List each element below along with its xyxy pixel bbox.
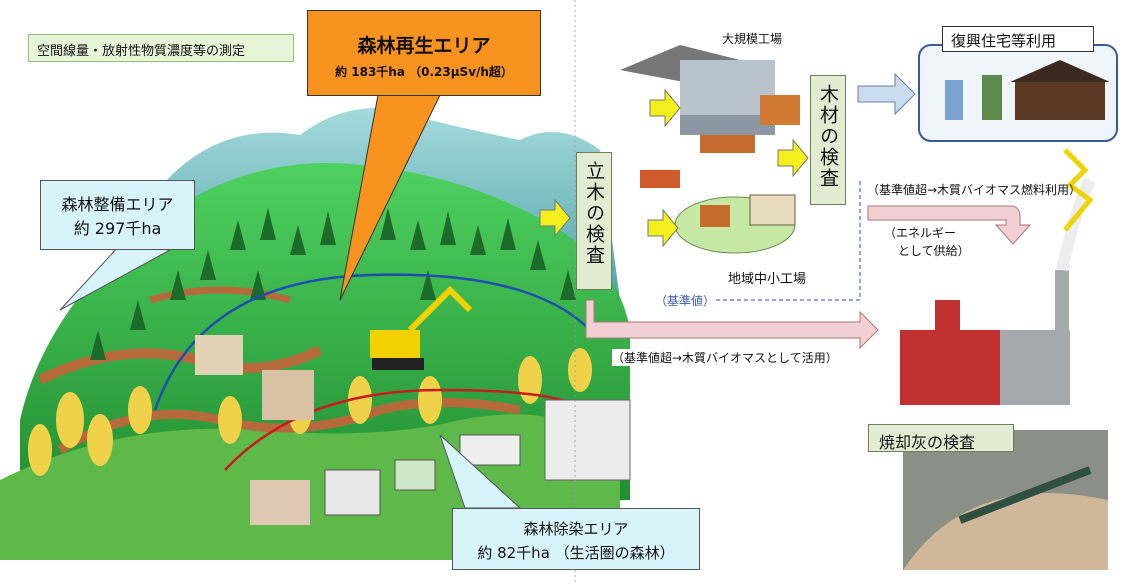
energy-supply-label-line1: （エネルギー [884, 226, 957, 240]
biomass-fuel-label: （基準値超→木質バイオマス燃料利用） [867, 183, 1082, 197]
arrow-to-biomass-plant [585, 299, 879, 350]
regen-area-callout: 森林再生エリア 約 183千ha （0.23μSv/h超） [307, 10, 541, 96]
apartment-building [544, 399, 631, 481]
arrow-to-housing [857, 72, 916, 116]
arrow-to-large-factory [649, 88, 681, 128]
reference-value-dashed-line [660, 180, 861, 301]
lightning-icon [1063, 148, 1094, 232]
reference-value-label: （基準値） [655, 292, 716, 309]
arrow-to-biomass-fuel [867, 205, 1032, 245]
ash-inspection-label: 焼却灰の検査 [868, 424, 1014, 452]
large-factory-label: 大規模工場 [722, 32, 783, 46]
large-factory-illustration [620, 45, 800, 153]
worker-photo [250, 480, 310, 525]
decon-area-callout: 森林除染エリア 約 82千ha （生活圏の森林） [452, 508, 700, 570]
house [324, 469, 381, 516]
worker-photo [262, 370, 314, 420]
measurement-label: 空間線量・放射性物質濃度等の測定 [28, 34, 294, 62]
standing-tree-inspection-box: 立木の検査 [576, 152, 612, 290]
arrow-to-small-factory [647, 208, 679, 248]
reconstruction-housing-title: 復興住宅等利用 [942, 26, 1094, 52]
small-factory-label: 地域中小工場 [728, 272, 807, 287]
regen-boundary-arc [153, 273, 591, 411]
maint-area-callout: 森林整備エリア 約 297千ha [40, 180, 195, 250]
decon-boundary-arc [224, 388, 586, 471]
arrow-to-standing-inspection [539, 198, 571, 238]
arrow-to-timber-inspection [777, 138, 809, 178]
biomass-power-plant [900, 177, 1096, 405]
timber-inspection-box: 木材の検査 [810, 75, 846, 205]
house [394, 459, 436, 491]
energy-supply-label-line2: として供給） [898, 244, 970, 258]
biomass-use-label: （基準値超→木質バイオマスとして活用） [612, 349, 838, 366]
excavator [370, 285, 473, 370]
house [459, 434, 521, 466]
housing-illustration [945, 60, 1110, 120]
worker-photo [195, 335, 243, 375]
